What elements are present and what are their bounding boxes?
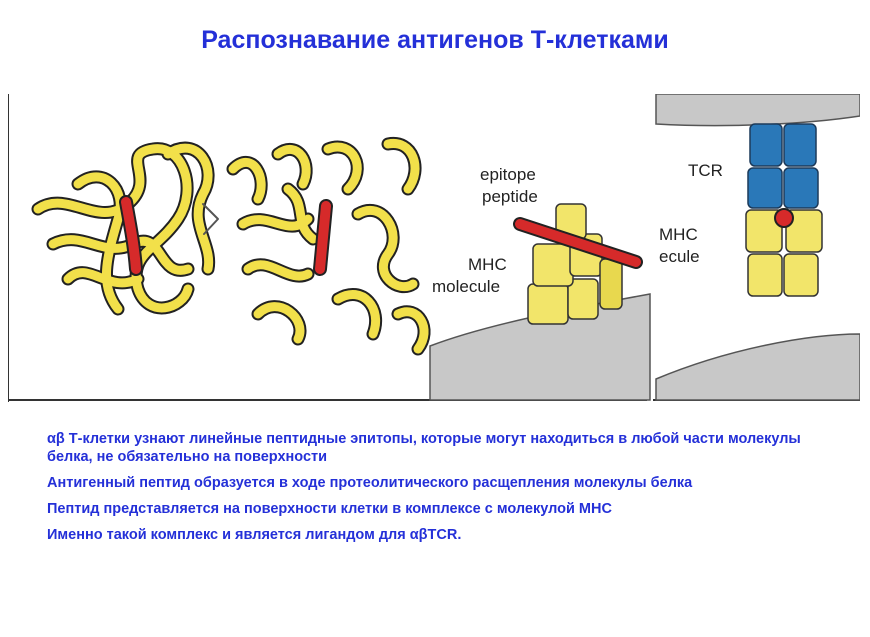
label-molecule-right: ecule — [659, 247, 700, 266]
epitope-peptide-rod — [513, 217, 643, 269]
cell-membrane-right — [655, 333, 860, 401]
bullet-4: Именно такой комплекс и является лигандо… — [47, 527, 462, 543]
epitope-segment-folded — [121, 197, 141, 274]
arrow-chevron — [202, 203, 219, 235]
label-mhc: MHC — [468, 255, 507, 274]
page-title: Распознавание антигенов Т-клетками — [201, 26, 669, 54]
epitope-fragment — [315, 201, 331, 274]
figure-svg: epitope peptide MHC molecule TCR — [8, 94, 860, 402]
label-tcr: TCR — [688, 161, 723, 180]
mhc-presentation-panel: epitope peptide MHC molecule — [429, 165, 651, 401]
fragmented-protein-panel — [226, 137, 431, 356]
peptide-cross-section — [774, 208, 794, 228]
label-epitope: epitope — [480, 165, 536, 184]
folded-protein-panel — [31, 141, 219, 316]
mhc-molecule-right — [745, 209, 823, 297]
bullet-1: αβ Т-клетки узнают линейные пептидные эп… — [47, 431, 801, 465]
tcr-mhc-panel: TCR MHC ecule — [655, 94, 860, 401]
bullet-3: Пептид представляется на поверхности кле… — [47, 501, 612, 517]
label-molecule: molecule — [432, 277, 500, 296]
tcr-molecule — [747, 123, 819, 209]
mhc-molecule — [527, 203, 623, 325]
label-peptide: peptide — [482, 187, 538, 206]
bullet-list: αβ Т-клетки узнают линейные пептидные эп… — [47, 430, 847, 552]
label-mhc-right: MHC — [659, 225, 698, 244]
antigen-recognition-figure: epitope peptide MHC molecule TCR — [8, 94, 860, 402]
bullet-2: Антигенный пептид образуется в ходе прот… — [47, 475, 693, 491]
